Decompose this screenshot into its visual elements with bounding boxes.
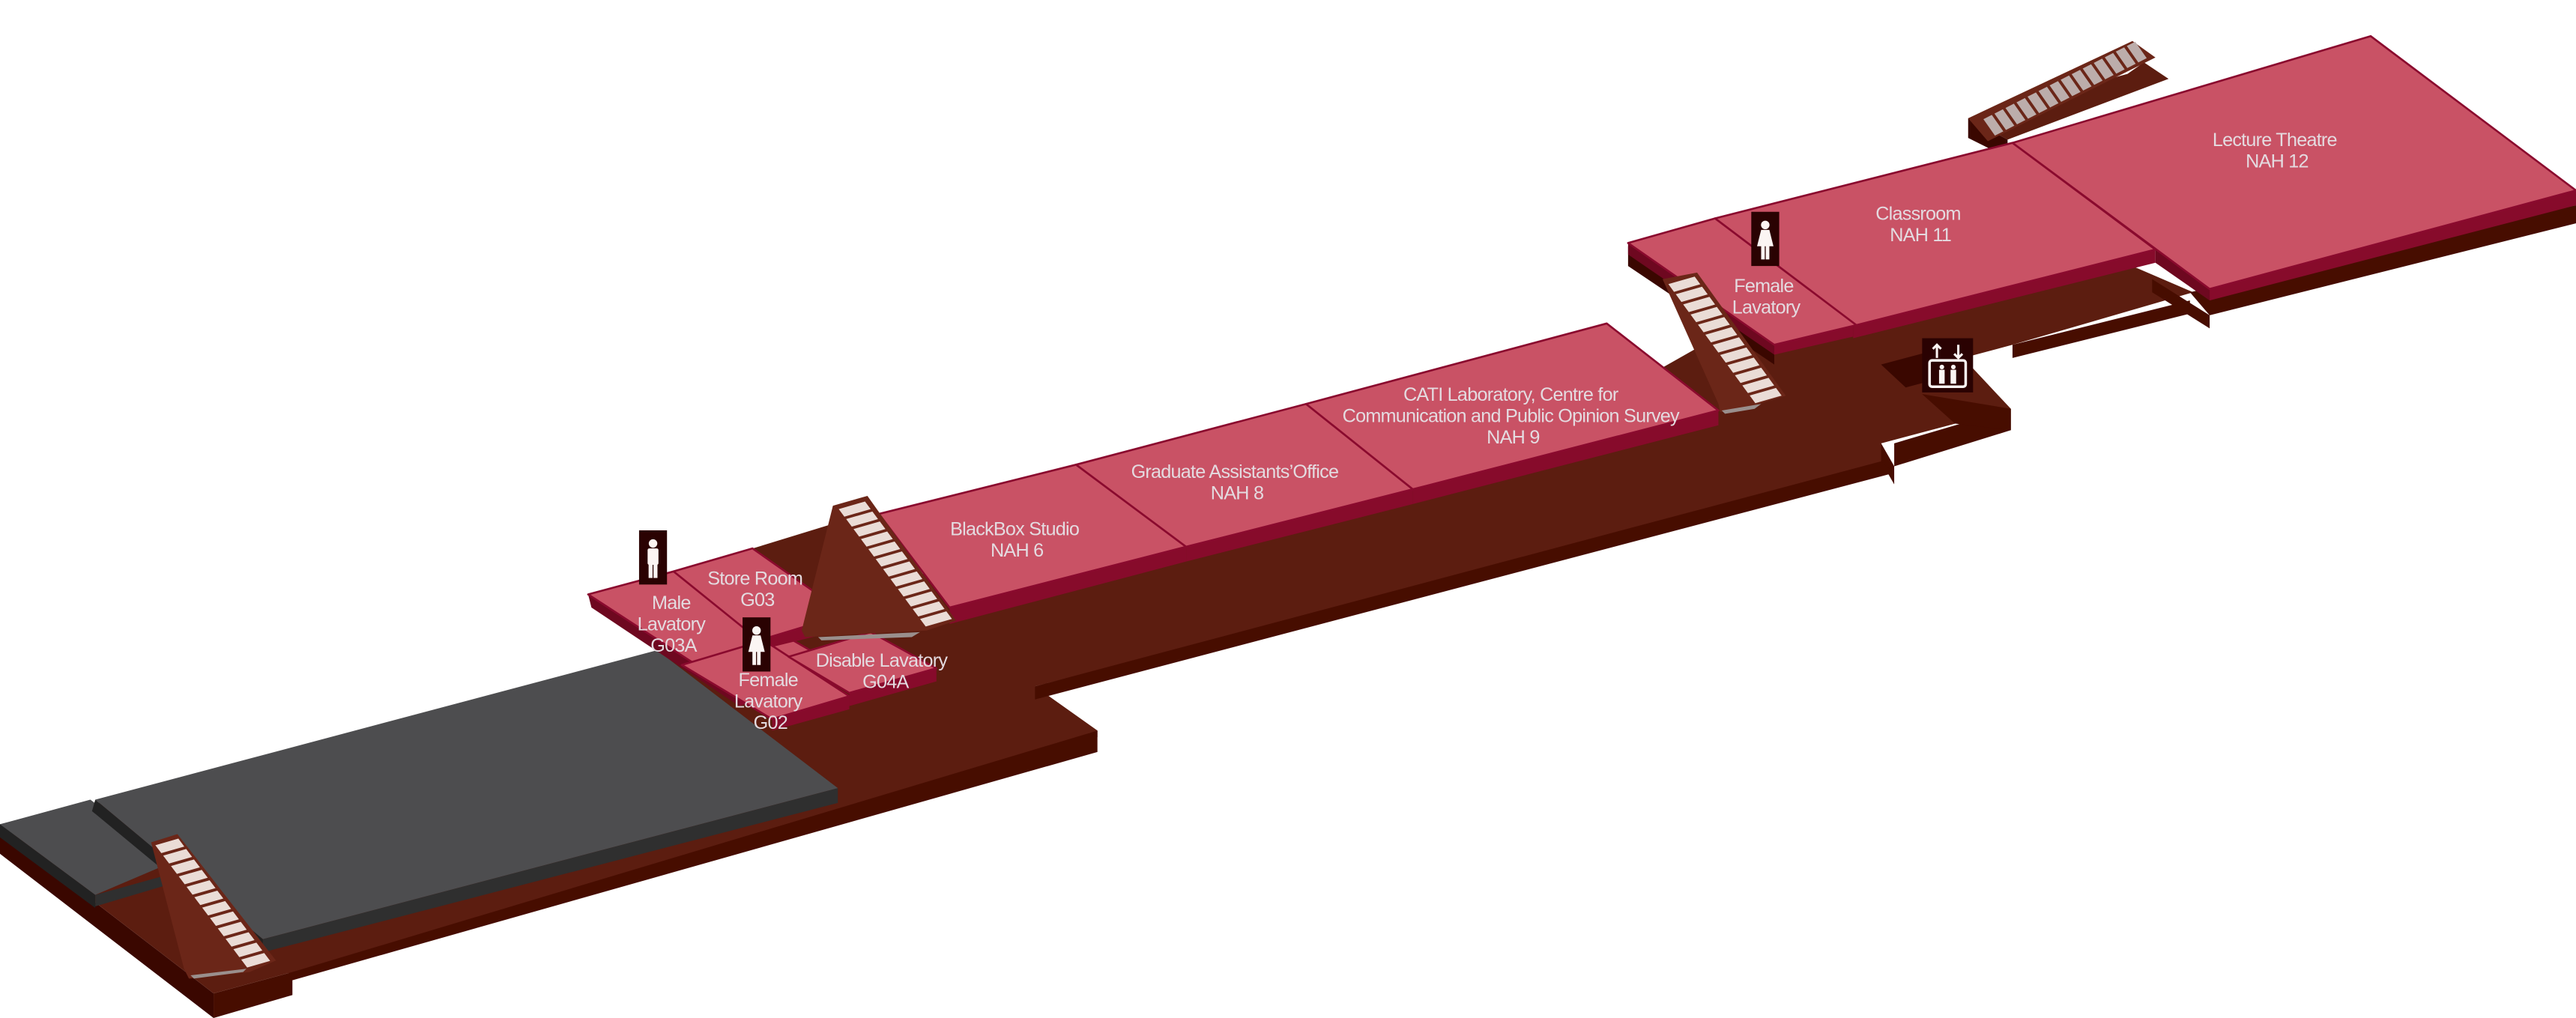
- male-toilet-icon: [638, 530, 668, 585]
- stairs-blackbox: [801, 495, 957, 637]
- stair-step: [1983, 115, 2004, 136]
- stair-step: [217, 921, 247, 936]
- stair-step: [2071, 70, 2092, 91]
- room-cati-laboratory-nah9[interactable]: [1304, 322, 1720, 504]
- stair-step: [1683, 297, 1715, 312]
- elevator-icon[interactable]: [1922, 338, 1974, 393]
- room-lecture-theatre-nah12[interactable]: [2011, 34, 2576, 301]
- stair-step: [898, 581, 930, 597]
- room-label-female-lavatory-g02: Female Lavatory G02: [734, 670, 807, 733]
- stair-step: [919, 611, 952, 627]
- landing-mark: [817, 631, 920, 640]
- stair-step: [1698, 317, 1730, 333]
- stair-step: [905, 591, 937, 607]
- room-label-female-lavatory-upper: Female Lavatory: [1732, 276, 1801, 318]
- stair-step: [202, 900, 232, 916]
- female-toilet-icon: [1751, 211, 1780, 267]
- stair-step: [1727, 357, 1760, 373]
- room-label-male-lavatory: Male Lavatory G03A: [638, 593, 710, 656]
- stair-step: [2115, 47, 2136, 68]
- stair-step: [2061, 75, 2081, 97]
- room-label-graduate-assistants-office: Graduate Assistants’Office NAH 8: [1131, 461, 1343, 503]
- stair-step: [861, 531, 893, 547]
- stair-step: [2016, 97, 2037, 119]
- stairs-bottom-left: [151, 834, 276, 979]
- stair-step: [155, 838, 184, 853]
- room-label-lecture-theatre: Lecture Theatre NAH 12: [2213, 130, 2341, 172]
- stair-step: [241, 953, 270, 968]
- stair-step: [187, 880, 216, 895]
- stair-step: [2082, 64, 2103, 85]
- room-label-disable-lavatory: Disable Lavatory G04A: [816, 650, 952, 692]
- landing-mark: [190, 969, 247, 979]
- stair-step: [2126, 41, 2147, 63]
- room-label-cati-laboratory: CATI Laboratory, Centre for Communicatio…: [1343, 384, 1684, 448]
- landing-mark: [1721, 404, 1762, 414]
- stair-step: [2093, 58, 2114, 79]
- stair-step: [1735, 367, 1768, 384]
- stair-step: [1705, 327, 1738, 343]
- stair-step: [868, 541, 901, 557]
- stair-step: [1675, 286, 1708, 303]
- room-label-blackbox-studio: BlackBox Studio NAH 6: [950, 519, 1083, 561]
- stair-step: [846, 511, 878, 527]
- stair-step: [913, 601, 945, 617]
- stair-step: [890, 571, 923, 587]
- stair-step: [883, 561, 916, 577]
- stair-step: [1690, 306, 1723, 323]
- stair-step: [178, 870, 208, 885]
- stairs-top: [1968, 40, 2156, 142]
- stair-step: [194, 890, 224, 906]
- room-disable-lavatory-g04a[interactable]: [787, 631, 938, 706]
- stair-step: [2038, 86, 2059, 108]
- stair-step: [2028, 92, 2048, 113]
- stair-step: [2105, 52, 2125, 74]
- stair-step: [1742, 378, 1774, 393]
- stair-step: [163, 849, 193, 864]
- room-label-store-room: Store Room G03: [707, 568, 807, 610]
- stairs-female-lavatory-upper: [1662, 272, 1786, 413]
- stair-step: [226, 932, 255, 947]
- stair-step: [875, 551, 908, 567]
- stair-step: [171, 859, 200, 874]
- stair-step: [2049, 81, 2070, 102]
- stair-step: [1720, 347, 1753, 363]
- stair-step: [853, 521, 886, 537]
- stair-step: [233, 942, 263, 957]
- stair-step: [210, 911, 239, 927]
- stair-step: [1994, 109, 2015, 130]
- stair-step: [1712, 337, 1745, 353]
- stair-step: [1750, 387, 1782, 404]
- stair-step: [1668, 276, 1701, 292]
- room-label-classroom: Classroom NAH 11: [1875, 204, 1965, 246]
- stair-step: [2005, 103, 2026, 124]
- stair-step: [838, 501, 871, 517]
- female-toilet-icon: [743, 617, 771, 672]
